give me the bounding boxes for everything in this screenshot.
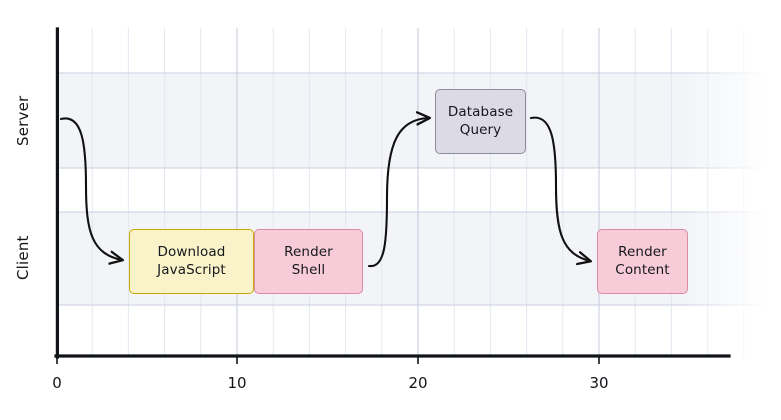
task-box-database-query[interactable]: Database Query [435, 89, 526, 154]
task-label-render-shell: Render Shell [284, 243, 333, 278]
x-tick-label-30: 30 [589, 374, 609, 392]
x-tick-label-10: 10 [227, 374, 247, 392]
x-axis-ticks [56, 356, 600, 364]
plot-background [56, 28, 768, 358]
grid-minor-vertical [91, 28, 745, 358]
task-label-database-query: Database Query [447, 103, 514, 138]
arrow-server-to-download-javascript [59, 117, 122, 260]
lane-label-client: Client [14, 235, 32, 281]
x-tick-label-0: 0 [52, 374, 62, 392]
axis-lines [54, 27, 731, 359]
arrow-database-query-to-render-content [529, 116, 590, 261]
arrow-render-shell-to-database-query [367, 118, 429, 268]
lane-label-server: Server [14, 95, 32, 147]
task-box-download-javascript[interactable]: Download JavaScript [129, 229, 254, 294]
grid-major-vertical [236, 28, 600, 358]
task-box-render-shell[interactable]: Render Shell [254, 229, 363, 294]
task-label-render-content: Render Content [615, 243, 670, 278]
grid-horizontal [56, 72, 768, 306]
flow-arrows [59, 116, 590, 268]
task-label-download-javascript: Download JavaScript [157, 243, 226, 278]
task-box-render-content[interactable]: Render Content [597, 229, 688, 294]
x-tick-label-20: 20 [408, 374, 428, 392]
lane-band-server [56, 73, 768, 168]
